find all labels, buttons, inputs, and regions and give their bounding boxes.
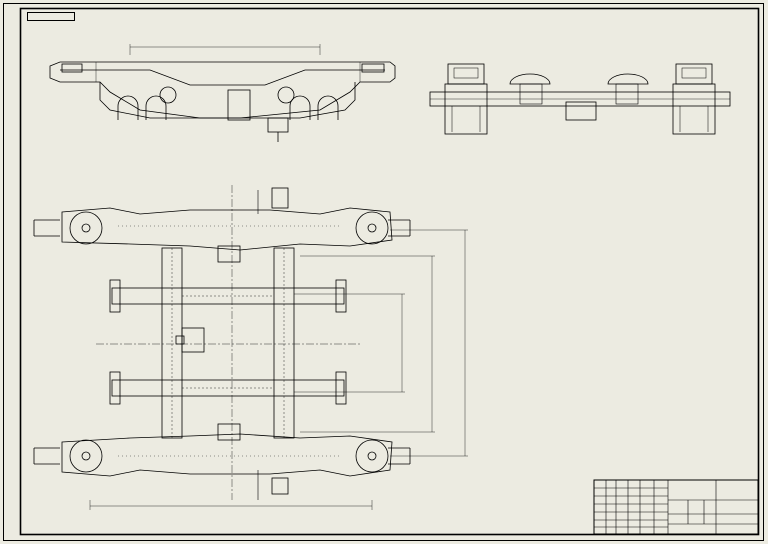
sheet-frame: [3, 3, 764, 541]
technical-notes: [528, 244, 648, 252]
sheet-tag: [27, 12, 75, 21]
end-elevation-view: [429, 63, 731, 135]
plan-view-dimensions: [89, 229, 468, 510]
plan-view: [33, 185, 411, 500]
side-elevation-view: [49, 44, 396, 142]
title-block: [593, 479, 759, 535]
